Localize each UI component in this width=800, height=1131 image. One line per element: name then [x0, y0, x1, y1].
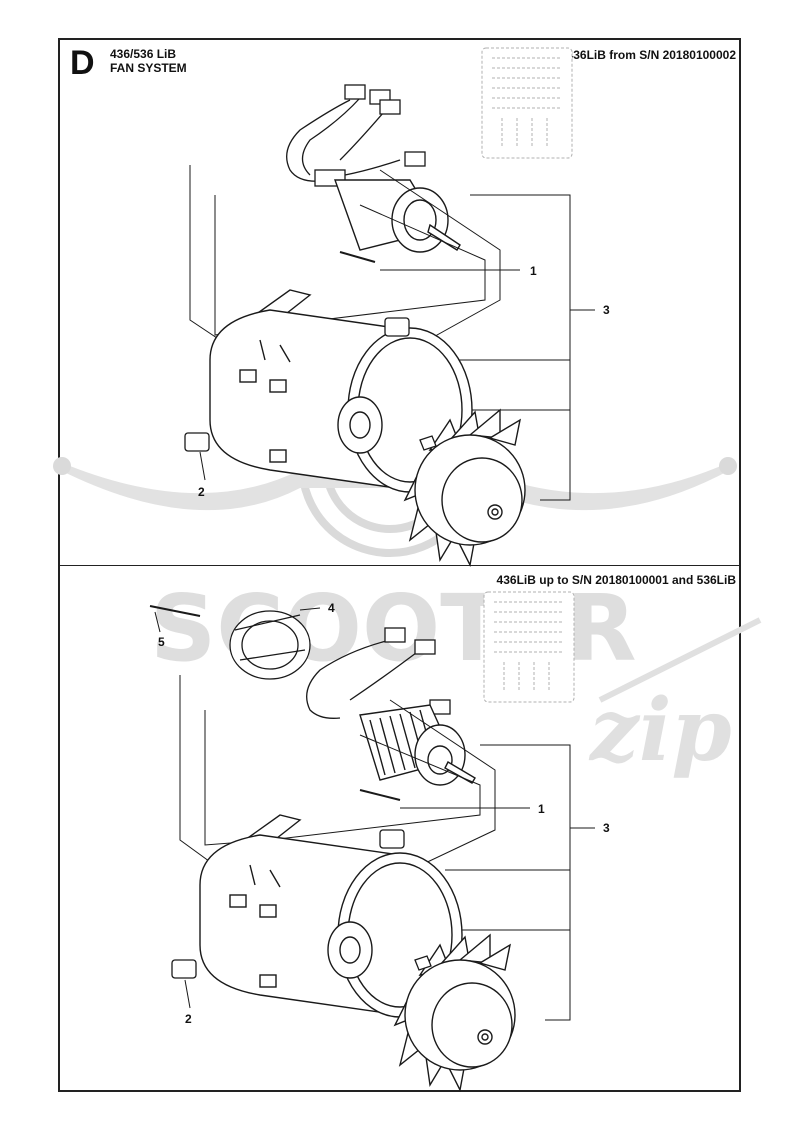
- callout-2-bottom: 2: [185, 1012, 192, 1026]
- callout-4-bottom: 4: [328, 601, 335, 615]
- variant-bottom-label: 436LiB up to S/N 20180100001 and 536LiB: [496, 573, 736, 587]
- section-letter: D: [70, 44, 95, 82]
- model-label: 436/536 LiB: [110, 47, 177, 61]
- section-divider: [58, 565, 741, 566]
- callout-3-top: 3: [603, 303, 610, 317]
- system-label: FAN SYSTEM: [110, 61, 187, 75]
- callout-2-top: 2: [198, 485, 205, 499]
- callout-1-bottom: 1: [538, 802, 545, 816]
- callout-3-bottom: 3: [603, 821, 610, 835]
- variant-top-label: 436LiB from S/N 20180100002: [566, 48, 736, 62]
- page-title: 436/536 LiB FAN SYSTEM: [110, 47, 187, 75]
- callout-5-bottom: 5: [158, 635, 165, 649]
- callout-1-top: 1: [530, 264, 537, 278]
